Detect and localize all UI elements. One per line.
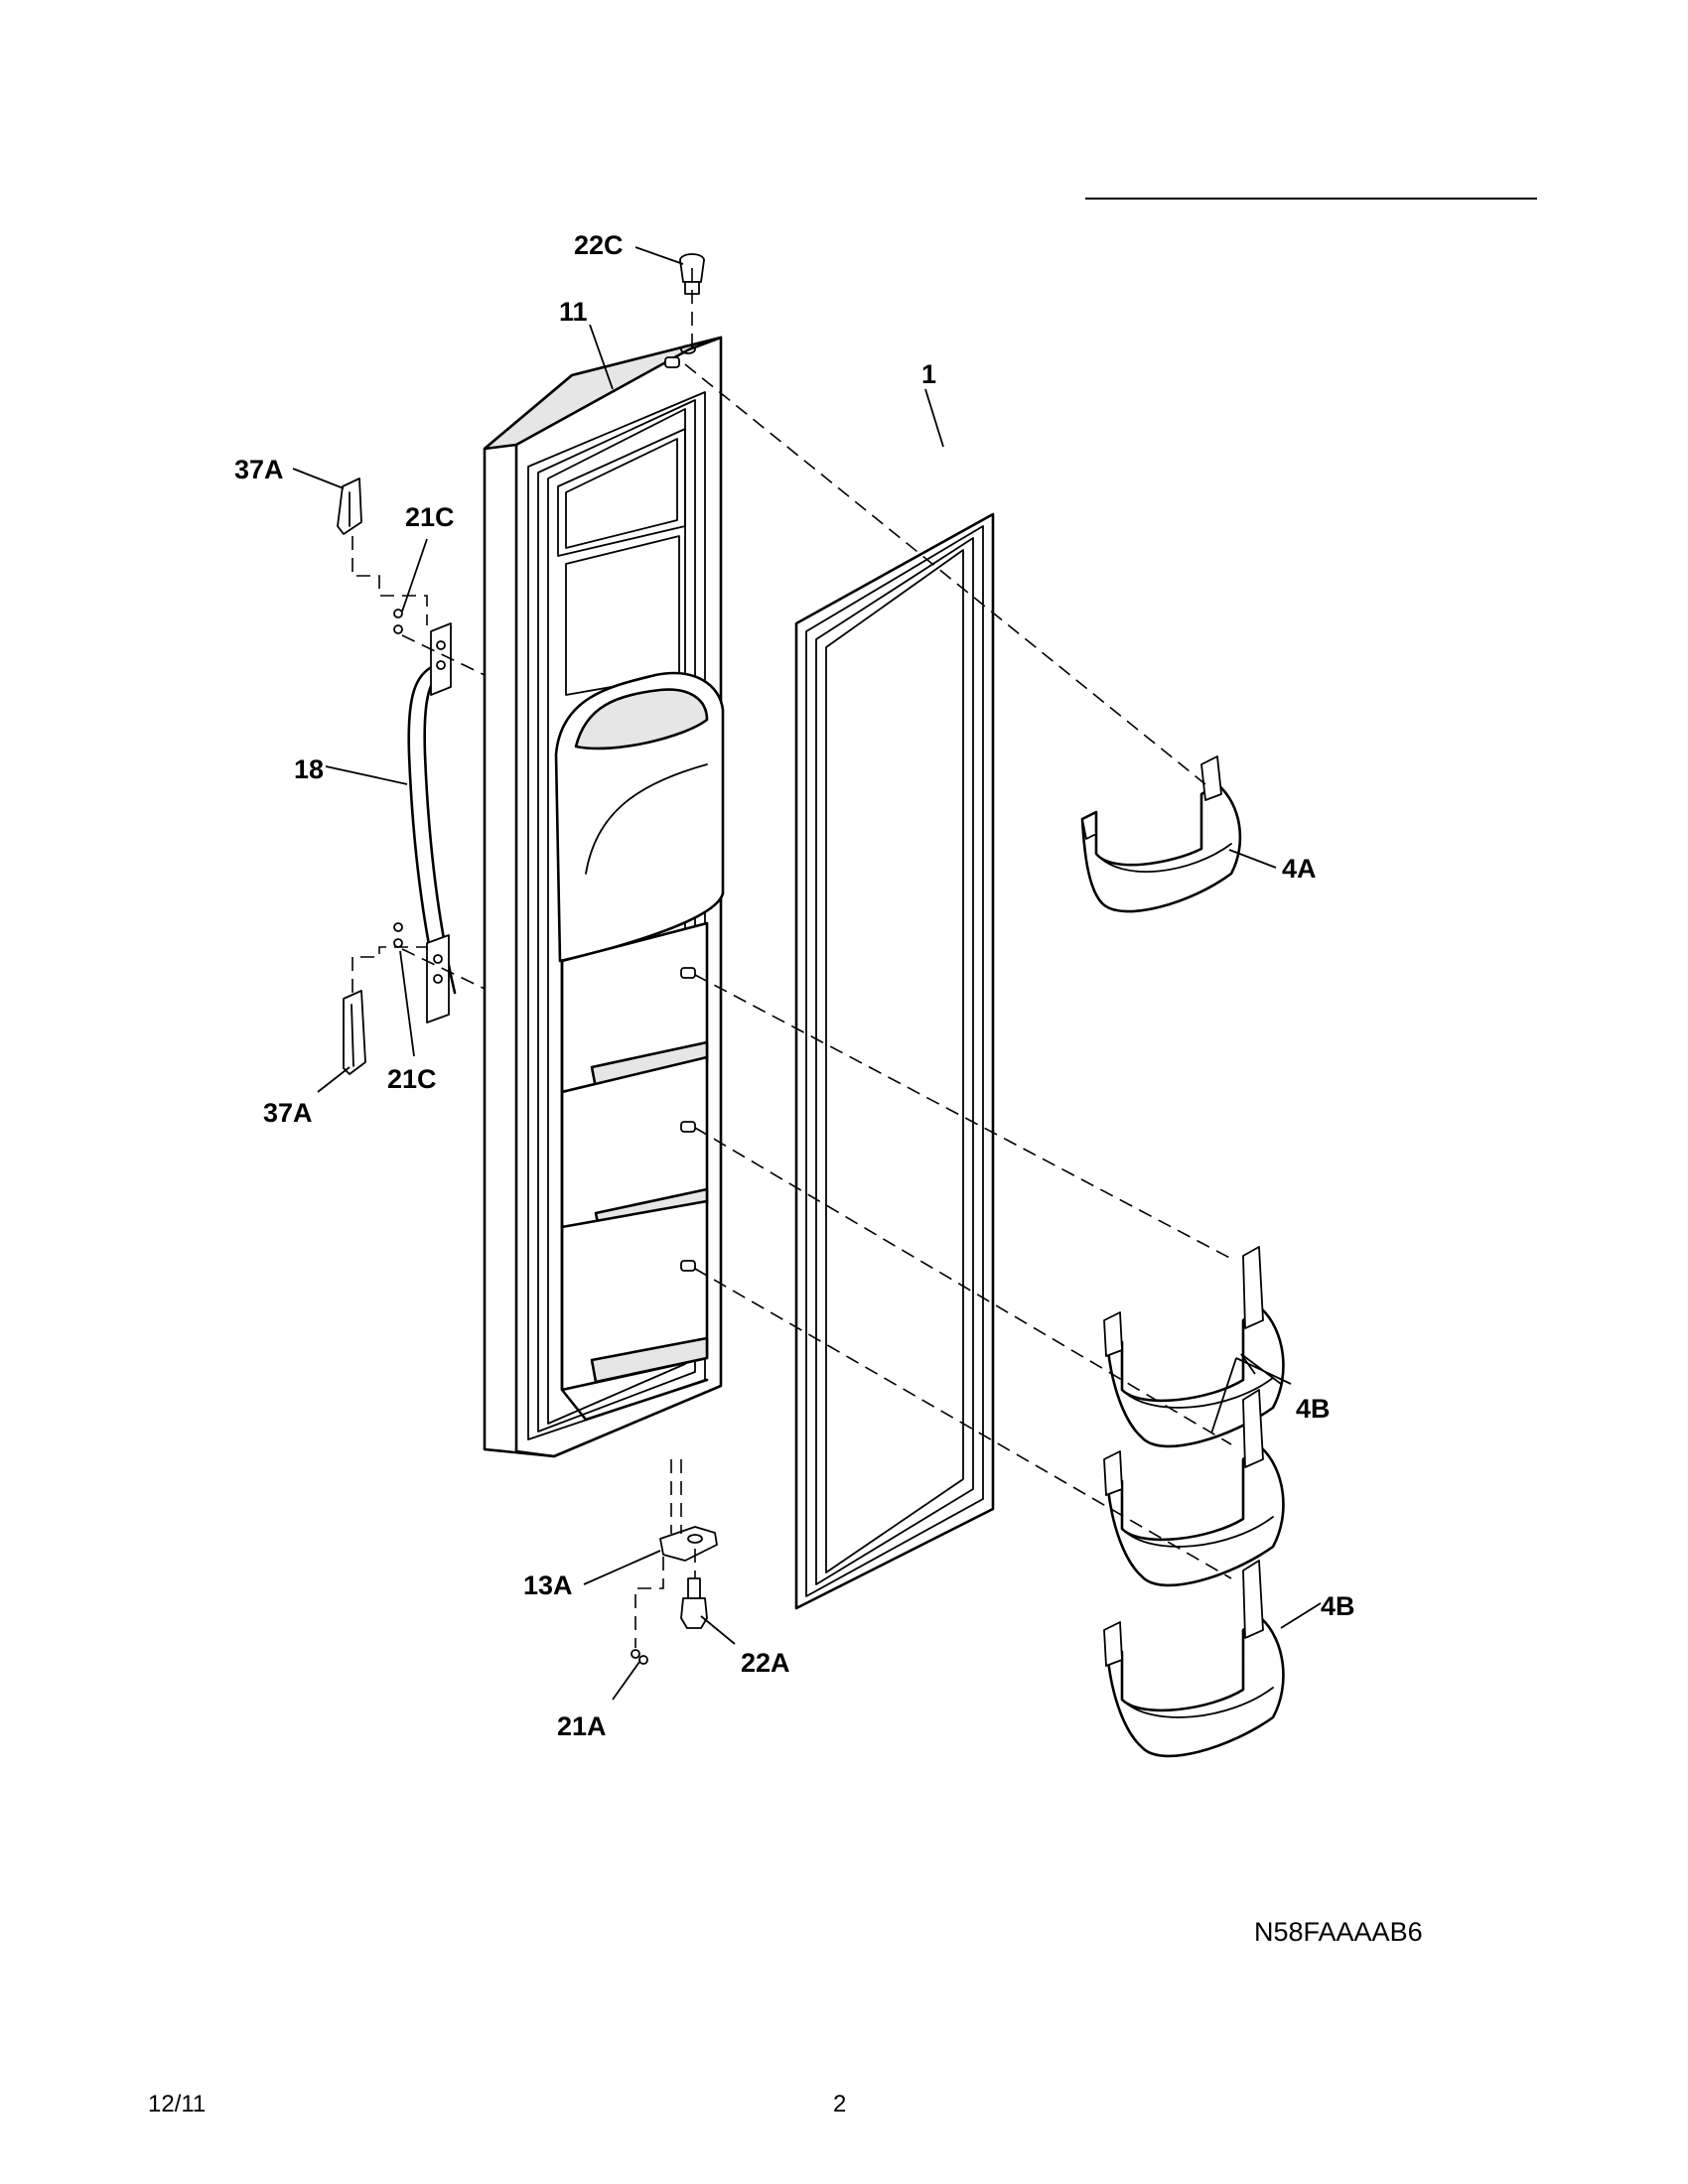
bottom-hinge-bracket bbox=[659, 1526, 718, 1562]
callout-22c: 22C bbox=[574, 230, 624, 260]
footer-date: 12/11 bbox=[148, 2091, 206, 2117]
door-bin-4b-lower bbox=[1103, 1560, 1285, 1758]
callout-13a: 13A bbox=[523, 1570, 573, 1600]
callout-21c-top: 21C bbox=[405, 502, 455, 532]
door-bin-4a bbox=[1080, 755, 1242, 913]
callout-21a: 21A bbox=[557, 1711, 607, 1741]
bottom-hinge-pin bbox=[680, 1577, 708, 1629]
callout-11: 11 bbox=[559, 297, 588, 327]
door-bin-4b-middle bbox=[1103, 1389, 1285, 1587]
alignment-lines bbox=[352, 268, 1236, 1648]
handle-trim-bottom bbox=[343, 990, 366, 1075]
callout-22a: 22A bbox=[741, 1648, 790, 1678]
callout-labels: 22C 11 37A 21C 1 18 4A 21C 37A 4B 13A 22… bbox=[234, 230, 1355, 1741]
callout-1: 1 bbox=[921, 359, 936, 389]
callout-4a: 4A bbox=[1282, 854, 1317, 884]
door-gasket bbox=[794, 512, 995, 1610]
illustration-code: N58FAAAAB6 bbox=[1254, 1917, 1423, 1947]
handle-trim-top bbox=[337, 478, 362, 535]
callout-37a-top: 37A bbox=[234, 455, 284, 484]
callout-4b-bottom: 4B bbox=[1321, 1591, 1355, 1621]
dispenser-housing bbox=[554, 671, 725, 963]
callout-18: 18 bbox=[294, 754, 324, 784]
footer-page-number: 2 bbox=[833, 2091, 846, 2117]
callout-37a-bottom: 37A bbox=[263, 1098, 313, 1128]
door-handle bbox=[393, 609, 457, 1024]
callout-21c-bottom: 21C bbox=[387, 1064, 437, 1094]
leader-lines bbox=[292, 246, 1322, 1701]
bottom-screws bbox=[631, 1649, 648, 1665]
callout-4b-top: 4B bbox=[1296, 1394, 1331, 1424]
door-shelves bbox=[560, 356, 709, 1422]
door-bin-4b-upper bbox=[1103, 1246, 1285, 1448]
